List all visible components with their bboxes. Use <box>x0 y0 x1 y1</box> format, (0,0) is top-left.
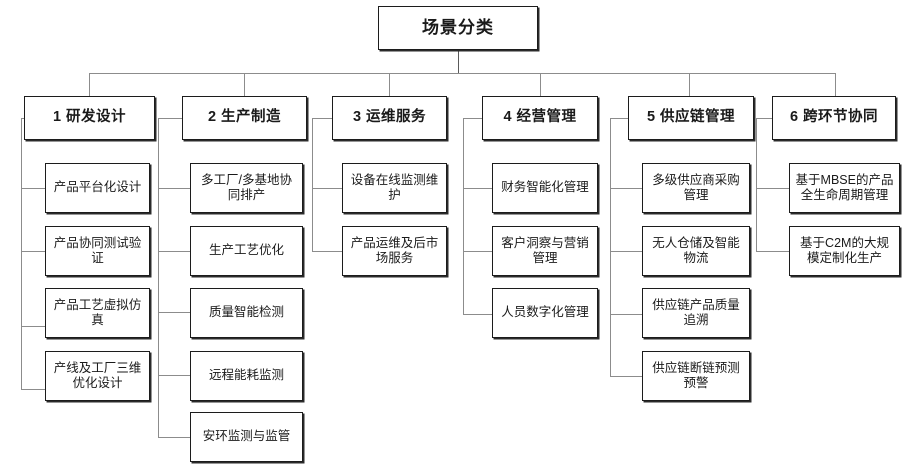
connector-c3-stub-1 <box>312 188 342 189</box>
leaf-5-4[interactable]: 供应链断链预测预警 <box>642 351 750 401</box>
category-header-5[interactable]: 5 供应链管理 <box>628 96 754 140</box>
leaf-5-2[interactable]: 无人仓储及智能物流 <box>642 226 750 276</box>
connector-drop-3 <box>389 73 390 96</box>
category-header-6[interactable]: 6 跨环节协同 <box>772 96 896 140</box>
connector-drop-4 <box>540 73 541 96</box>
connector-c5-stub-1 <box>610 188 642 189</box>
leaf-5-3[interactable]: 供应链产品质量追溯 <box>642 288 750 338</box>
connector-c2-stub-5 <box>158 437 190 438</box>
connector-root-stem <box>458 50 459 74</box>
root-node-scene-classification[interactable]: 场景分类 <box>378 6 538 50</box>
connector-c5-stub-4 <box>610 376 642 377</box>
connector-c1-to-header <box>21 118 25 119</box>
leaf-2-1[interactable]: 多工厂/多基地协同排产 <box>190 163 303 213</box>
connector-c2-stub-3 <box>158 312 190 313</box>
connector-c3-trunk <box>312 118 313 251</box>
leaf-1-3[interactable]: 产品工艺虚拟仿真 <box>45 288 150 338</box>
category-header-4[interactable]: 4 经营管理 <box>482 96 598 140</box>
connector-c2-stub-2 <box>158 251 190 252</box>
connector-drop-1 <box>89 73 90 96</box>
leaf-4-2[interactable]: 客户洞察与营销管理 <box>492 226 598 276</box>
connector-c2-stub-1 <box>158 188 190 189</box>
leaf-3-1[interactable]: 设备在线监测维护 <box>342 163 447 213</box>
connector-c4-stub-1 <box>463 188 492 189</box>
connector-c6-stub-2 <box>756 251 789 252</box>
connector-c4-to-header <box>463 118 482 119</box>
connector-c1-stub-1 <box>21 188 45 189</box>
connector-bus <box>89 73 835 74</box>
category-header-1[interactable]: 1 研发设计 <box>24 96 155 140</box>
leaf-2-5[interactable]: 安环监测与监管 <box>190 412 303 462</box>
leaf-1-1[interactable]: 产品平台化设计 <box>45 163 150 213</box>
connector-c4-trunk <box>463 118 464 314</box>
leaf-3-2[interactable]: 产品运维及后市场服务 <box>342 226 447 276</box>
connector-c3-to-header <box>312 118 332 119</box>
connector-c4-stub-2 <box>463 251 492 252</box>
connector-c6-trunk <box>756 118 757 251</box>
leaf-6-1[interactable]: 基于MBSE的产品全生命周期管理 <box>789 163 900 213</box>
connector-c1-stub-3 <box>21 326 45 327</box>
leaf-4-3[interactable]: 人员数字化管理 <box>492 288 598 338</box>
leaf-5-1[interactable]: 多级供应商采购管理 <box>642 163 750 213</box>
connector-c5-stub-2 <box>610 251 642 252</box>
category-header-3[interactable]: 3 运维服务 <box>332 96 447 140</box>
leaf-4-1[interactable]: 财务智能化管理 <box>492 163 598 213</box>
connector-c5-to-header <box>610 118 628 119</box>
connector-c4-stub-3 <box>463 314 492 315</box>
category-header-2[interactable]: 2 生产制造 <box>182 96 307 140</box>
connector-drop-5 <box>689 73 690 96</box>
connector-drop-2 <box>244 73 245 96</box>
leaf-2-4[interactable]: 远程能耗监测 <box>190 351 303 401</box>
leaf-1-2[interactable]: 产品协同测试验证 <box>45 226 150 276</box>
leaf-2-2[interactable]: 生产工艺优化 <box>190 226 303 276</box>
connector-c1-stub-2 <box>21 251 45 252</box>
connector-c5-trunk <box>610 118 611 376</box>
connector-drop-6 <box>835 73 836 96</box>
connector-c3-stub-2 <box>312 251 342 252</box>
leaf-6-2[interactable]: 基于C2M的大规模定制化生产 <box>789 226 900 276</box>
connector-c1-trunk <box>21 118 22 389</box>
connector-c2-stub-4 <box>158 375 190 376</box>
connector-c1-stub-4 <box>21 389 45 390</box>
connector-c5-stub-3 <box>610 314 642 315</box>
connector-c6-to-header <box>756 118 772 119</box>
leaf-1-4[interactable]: 产线及工厂三维优化设计 <box>45 351 150 401</box>
leaf-2-3[interactable]: 质量智能检测 <box>190 288 303 338</box>
connector-c6-stub-1 <box>756 188 789 189</box>
connector-c2-trunk <box>158 118 159 437</box>
connector-c2-to-header <box>158 118 182 119</box>
